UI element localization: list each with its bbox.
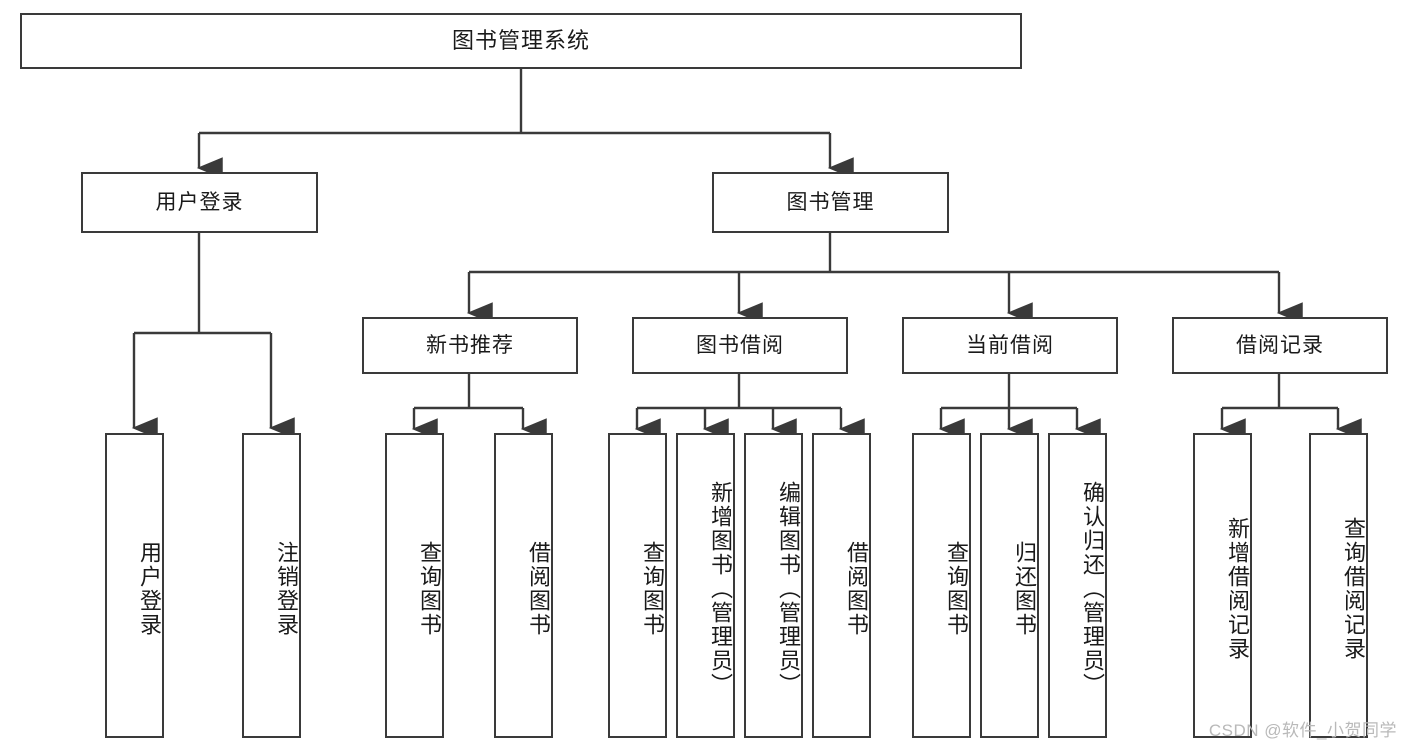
leaf-label: 查询图书 — [640, 540, 665, 637]
leaf-label: 编辑图书（管理员） — [776, 480, 801, 697]
leaf-label: 确认归还（管理员） — [1080, 480, 1105, 697]
node-user-login[interactable]: 用户登录 — [81, 172, 318, 233]
leaf-label: 注销登录 — [274, 540, 299, 637]
csdn-watermark: CSDN @软件_小贺同学 — [1208, 721, 1397, 740]
leaf-label: 借阅图书 — [526, 540, 551, 637]
leaf-current-borrow-confirm-return-admin[interactable]: 确认归还（管理员） — [1048, 433, 1107, 738]
leaf-book-borrow-edit-book-admin[interactable]: 编辑图书（管理员） — [744, 433, 803, 738]
node-borrowing-record[interactable]: 借阅记录 — [1172, 317, 1388, 374]
leaf-label: 借阅图书 — [844, 540, 869, 637]
node-current-borrowing[interactable]: 当前借阅 — [902, 317, 1118, 374]
node-book-borrowing[interactable]: 图书借阅 — [632, 317, 848, 374]
leaf-label: 查询借阅记录 — [1341, 516, 1366, 661]
leaf-new-book-borrow-books[interactable]: 借阅图书 — [494, 433, 553, 738]
leaf-label: 新增借阅记录 — [1225, 516, 1250, 661]
node-book-management[interactable]: 图书管理 — [712, 172, 949, 233]
leaf-label: 新增图书（管理员） — [708, 480, 733, 697]
node-root-book-management-system[interactable]: 图书管理系统 — [20, 13, 1022, 69]
leaf-book-borrow-add-book-admin[interactable]: 新增图书（管理员） — [676, 433, 735, 738]
leaf-borrow-record-query-record[interactable]: 查询借阅记录 — [1309, 433, 1368, 738]
leaf-label: 用户登录 — [137, 540, 162, 637]
leaf-label: 查询图书 — [944, 540, 969, 637]
leaf-borrow-record-add-record[interactable]: 新增借阅记录 — [1193, 433, 1252, 738]
leaf-current-borrow-return-books[interactable]: 归还图书 — [980, 433, 1039, 738]
leaf-label: 归还图书 — [1012, 540, 1037, 637]
leaf-book-borrow-query-books[interactable]: 查询图书 — [608, 433, 667, 738]
node-new-book-recommendation[interactable]: 新书推荐 — [362, 317, 578, 374]
leaf-current-borrow-query-books[interactable]: 查询图书 — [912, 433, 971, 738]
leaf-user-login-logout[interactable]: 注销登录 — [242, 433, 301, 738]
leaf-user-login-login[interactable]: 用户登录 — [105, 433, 164, 738]
leaf-new-book-query-books[interactable]: 查询图书 — [385, 433, 444, 738]
leaf-label: 查询图书 — [417, 540, 442, 637]
leaf-book-borrow-borrow-books[interactable]: 借阅图书 — [812, 433, 871, 738]
